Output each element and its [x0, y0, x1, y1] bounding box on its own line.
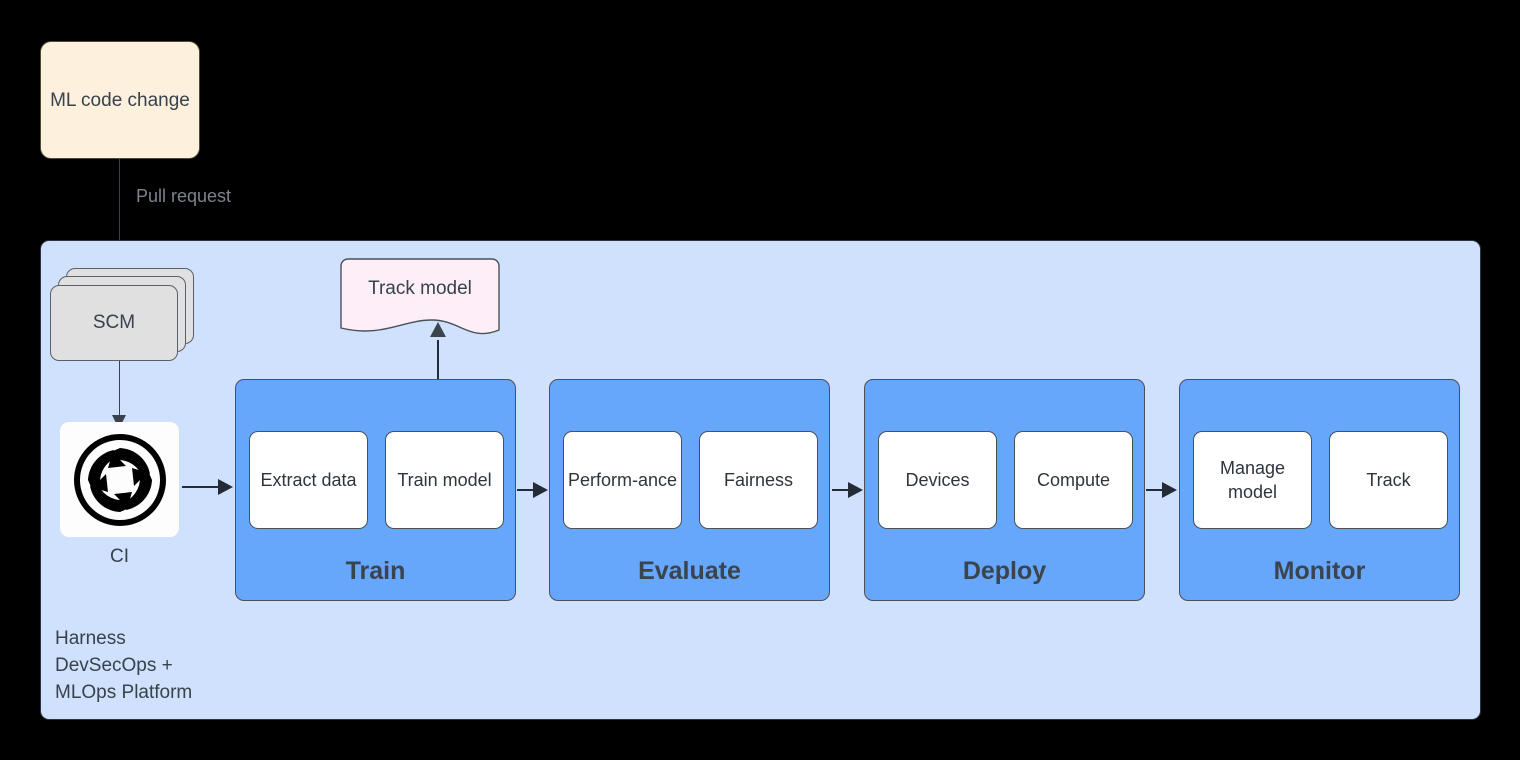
stage-evaluate-title: Evaluate [638, 557, 741, 585]
stage-monitor-substeps: Manage model Track [1193, 431, 1448, 529]
ci-to-train-connector-line [182, 486, 222, 488]
ci-node[interactable] [60, 422, 179, 537]
ci-label: CI [110, 546, 129, 567]
evaluate-to-deploy-arrowhead-icon [848, 482, 863, 498]
stage-deploy[interactable]: Devices Compute Deploy [864, 379, 1145, 601]
train-to-evaluate-arrowhead-icon [533, 482, 548, 498]
platform-label: Harness DevSecOps + MLOps Platform [55, 628, 193, 703]
stage-monitor[interactable]: Manage model Track Monitor [1179, 379, 1460, 601]
train-to-track-arrowhead-icon [430, 322, 446, 337]
scm-stack-front-card: SCM [50, 285, 178, 361]
stage-train-substeps: Extract data Train model [249, 431, 504, 529]
substep-performance[interactable]: Perform-ance [563, 431, 682, 529]
stage-train-title: Train [345, 557, 406, 585]
cycle-arrows-icon [73, 433, 166, 526]
substep-label: Fairness [723, 470, 794, 490]
stage-deploy-substeps: Devices Compute [878, 431, 1133, 529]
evaluate-to-deploy-connector-line [832, 489, 854, 491]
substep-label: Devices [905, 470, 970, 490]
substep-fairness[interactable]: Fairness [699, 431, 818, 529]
deploy-to-monitor-arrowhead-icon [1162, 482, 1177, 498]
train-to-track-connector-line [437, 340, 439, 380]
stage-monitor-title: Monitor [1273, 557, 1366, 585]
ml-code-change-box[interactable]: ML code change [40, 41, 200, 159]
train-to-evaluate-connector-line [517, 489, 539, 491]
document-shape-icon [340, 258, 500, 335]
substep-label: Track [1366, 470, 1411, 490]
substep-label: Manage model [1219, 458, 1286, 502]
pull-request-connector-line [119, 159, 121, 264]
substep-track[interactable]: Track [1329, 431, 1448, 529]
scm-node[interactable]: SCM [50, 268, 194, 361]
deploy-to-monitor-connector-line [1146, 489, 1168, 491]
substep-devices[interactable]: Devices [878, 431, 997, 529]
substep-label: Perform-ance [567, 470, 678, 490]
ci-to-train-arrowhead-icon [218, 479, 233, 495]
stage-deploy-title: Deploy [962, 557, 1047, 585]
track-model-label: Track model [368, 278, 472, 299]
stage-train[interactable]: Extract data Train model Train [235, 379, 516, 601]
substep-train-model[interactable]: Train model [385, 431, 504, 529]
pull-request-label: Pull request [136, 186, 232, 206]
substep-extract-data[interactable]: Extract data [249, 431, 368, 529]
ml-code-change-label: ML code change [50, 89, 190, 111]
scm-label: SCM [92, 312, 136, 333]
stage-evaluate[interactable]: Perform-ance Fairness Evaluate [549, 379, 830, 601]
scm-to-ci-connector-line [119, 361, 121, 423]
substep-label: Compute [1036, 470, 1111, 490]
substep-label: Train model [397, 470, 492, 490]
substep-compute[interactable]: Compute [1014, 431, 1133, 529]
substep-manage-model[interactable]: Manage model [1193, 431, 1312, 529]
substep-label: Extract data [260, 470, 357, 490]
stage-evaluate-substeps: Perform-ance Fairness [563, 431, 818, 529]
track-model-document[interactable]: Track model [340, 258, 500, 342]
